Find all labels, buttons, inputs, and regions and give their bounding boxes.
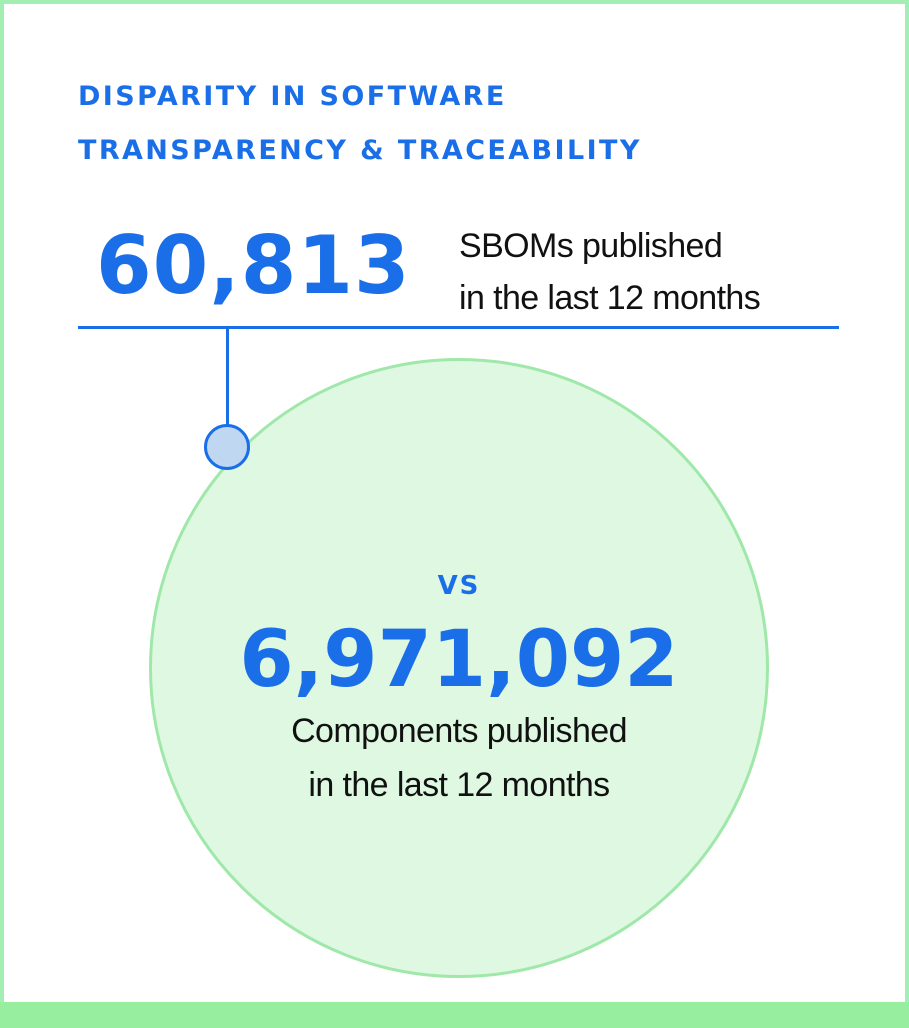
components-caption: Components published in the last 12 mont…	[159, 704, 759, 812]
title-line-1: DISPARITY IN SOFTWARE	[78, 81, 507, 112]
components-circle	[149, 358, 769, 978]
components-count: 6,971,092	[239, 615, 679, 705]
vs-label: VS	[437, 571, 481, 601]
sboms-caption-line-2: in the last 12 months	[459, 279, 761, 317]
sboms-size-dot	[204, 424, 250, 470]
sboms-count: 60,813	[96, 219, 411, 312]
connector-line	[226, 327, 229, 427]
title-line-2: TRANSPARENCY & TRACEABILITY	[78, 135, 642, 166]
components-caption-line-2: in the last 12 months	[308, 766, 610, 804]
divider-line	[78, 326, 839, 329]
sboms-caption: SBOMs published in the last 12 months	[459, 220, 761, 324]
bottom-accent-bar	[0, 1002, 909, 1028]
infographic-title: DISPARITY IN SOFTWARE TRANSPARENCY & TRA…	[78, 70, 838, 178]
components-caption-line-1: Components published	[291, 712, 627, 750]
sboms-caption-line-1: SBOMs published	[459, 227, 723, 265]
